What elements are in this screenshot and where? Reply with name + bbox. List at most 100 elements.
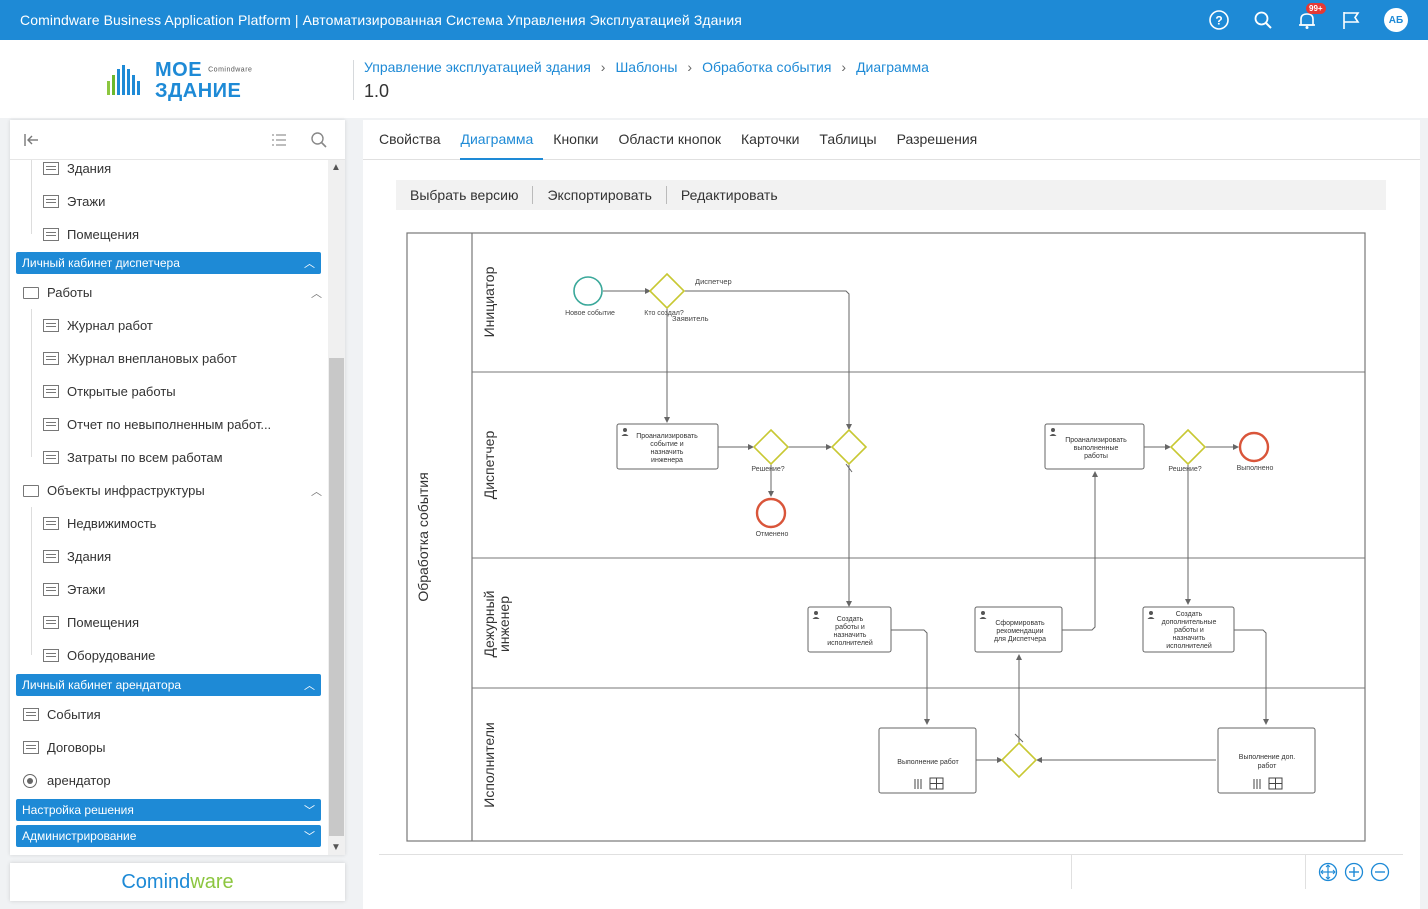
sidebar-item-rooms-2[interactable]: Помещения xyxy=(10,606,328,639)
tab-bar: Свойства Диаграмма Кнопки Области кнопок… xyxy=(363,120,1420,160)
sidebar-search-icon[interactable] xyxy=(310,131,328,149)
sidebar-item-label: Журнал работ xyxy=(67,318,153,333)
gateway-decision-1[interactable] xyxy=(752,428,790,466)
scrollbar-thumb[interactable] xyxy=(329,358,344,836)
page-header: МОЕ Comindware ЗДАНИЕ Управление эксплуа… xyxy=(0,40,1428,118)
task-recommendations[interactable]: Сформировать рекомендации для Диспетчера xyxy=(974,606,1063,653)
sidebar-item-equipment[interactable]: Оборудование xyxy=(10,639,328,672)
list-icon xyxy=(43,583,59,596)
sidebar-scrollbar[interactable]: ▲ ▼ xyxy=(328,160,345,855)
end-event-cancelled-label: Отменено xyxy=(756,531,789,538)
list-icon xyxy=(23,741,39,754)
sidebar-item-open-works[interactable]: Открытые работы xyxy=(10,375,328,408)
end-event-done[interactable] xyxy=(1238,431,1270,463)
sidebar-item-label: Этажи xyxy=(67,582,106,597)
task-label-line: работ xyxy=(1258,762,1278,770)
sidebar-item-infrastructure[interactable]: Объекты инфраструктуры︿ xyxy=(10,474,328,507)
task-label-line: назначить xyxy=(834,632,867,639)
tab-diagram[interactable]: Диаграмма xyxy=(460,120,544,160)
edit-button[interactable]: Редактировать xyxy=(680,187,778,203)
tab-button-areas[interactable]: Области кнопок xyxy=(618,131,722,147)
lane-label-initiator: Инициатор xyxy=(481,266,497,337)
sidebar-section-admin[interactable]: Администрирование﹀ xyxy=(16,825,321,847)
list-icon xyxy=(43,195,59,208)
task-label-line: дополнительные xyxy=(1162,619,1217,626)
help-icon[interactable]: ? xyxy=(1208,9,1230,31)
bell-icon[interactable]: 99+ xyxy=(1296,3,1326,31)
multi-instance-icon xyxy=(914,777,944,790)
chevron-up-icon: ︿ xyxy=(304,258,315,270)
sidebar-item-buildings-2[interactable]: Здания xyxy=(10,540,328,573)
tab-tables[interactable]: Таблицы xyxy=(819,131,877,147)
tab-properties[interactable]: Свойства xyxy=(379,131,441,147)
task-label-line: исполнителей xyxy=(827,639,873,647)
fit-to-screen-icon[interactable] xyxy=(1318,862,1338,882)
zoom-controls xyxy=(1318,862,1390,882)
tab-permissions[interactable]: Разрешения xyxy=(896,131,978,147)
chevron-down-icon: ﹀ xyxy=(304,805,315,817)
sidebar-item-unplanned-journal[interactable]: Журнал внеплановых работ xyxy=(10,342,328,375)
tab-cards[interactable]: Карточки xyxy=(741,131,800,147)
sidebar-section-dispatcher[interactable]: Личный кабинет диспетчера ︿ xyxy=(16,252,321,274)
list-icon xyxy=(43,228,59,241)
sidebar-item-label: Здания xyxy=(67,161,112,176)
breadcrumb-item-diagram[interactable]: Диаграмма xyxy=(856,59,929,75)
task-analyze-event[interactable]: Проанализировать событие и назначить инж… xyxy=(616,423,719,470)
end-event-cancelled[interactable] xyxy=(755,497,787,529)
breadcrumb-item-building-ops[interactable]: Управление эксплуатацией здания xyxy=(364,59,591,75)
sidebar-item-contracts[interactable]: Договоры xyxy=(10,731,328,764)
flow-label-dispatcher: Диспетчер xyxy=(695,277,732,286)
process-diagram[interactable]: Обработка события Инициатор Диспетчер Де… xyxy=(406,232,1366,842)
select-version-button[interactable]: Выбрать версию xyxy=(396,186,534,204)
collapse-sidebar-icon[interactable] xyxy=(22,131,40,149)
logo[interactable]: МОЕ Comindware ЗДАНИЕ xyxy=(105,60,252,101)
notification-badge: 99+ xyxy=(1306,3,1326,14)
sidebar-item-tenant-role[interactable]: арендатор xyxy=(10,764,328,797)
sidebar-item-label: Недвижимость xyxy=(67,516,157,531)
sidebar-item-costs[interactable]: Затраты по всем работам xyxy=(10,441,328,474)
avatar[interactable]: АБ xyxy=(1384,8,1408,32)
task-perform-extra-works[interactable]: Выполнение доп. работ xyxy=(1217,727,1316,794)
scroll-up-icon[interactable]: ▲ xyxy=(331,162,341,173)
sidebar-item-floors-2[interactable]: Этажи xyxy=(10,573,328,606)
scroll-down-icon[interactable]: ▼ xyxy=(331,842,341,853)
sidebar-item-rooms[interactable]: Помещения xyxy=(10,218,328,251)
search-icon[interactable] xyxy=(1252,9,1274,31)
sidebar-section-tenant[interactable]: Личный кабинет арендатора︿ xyxy=(16,674,321,696)
sidebar-item-work-journal[interactable]: Журнал работ xyxy=(10,309,328,342)
sidebar-section-settings[interactable]: Настройка решения﹀ xyxy=(16,799,321,821)
gateway-decision-2[interactable] xyxy=(1169,428,1207,466)
sidebar-item-events[interactable]: События xyxy=(10,698,328,731)
sidebar-item-floors[interactable]: Этажи xyxy=(10,185,328,218)
zoom-out-icon[interactable] xyxy=(1370,862,1390,882)
task-label-line: Сформировать xyxy=(995,620,1045,627)
sidebar-item-works[interactable]: Работы︿ xyxy=(10,276,328,309)
page-title-version: 1.0 xyxy=(364,81,390,101)
breadcrumb-item-event-processing[interactable]: Обработка события xyxy=(702,59,832,75)
sidebar-item-unfinished-report[interactable]: Отчет по невыполненным работ... xyxy=(10,408,328,441)
start-event[interactable] xyxy=(573,276,603,306)
export-button[interactable]: Экспортировать xyxy=(533,186,667,204)
list-view-icon[interactable] xyxy=(270,131,288,149)
flag-icon[interactable] xyxy=(1340,9,1362,31)
sidebar-item-buildings[interactable]: Здания xyxy=(10,160,328,185)
list-icon xyxy=(43,352,59,365)
lane-label-dispatcher: Диспетчер xyxy=(481,431,497,500)
gateway-merge-2[interactable] xyxy=(1000,741,1038,779)
sidebar-section-label: Личный кабинет диспетчера xyxy=(22,256,180,270)
task-perform-works[interactable]: Выполнение работ xyxy=(878,727,977,794)
sidebar-item-label: Помещения xyxy=(67,615,140,630)
task-create-works[interactable]: Создать работы и назначить исполнителей xyxy=(807,606,892,653)
gateway-who-created[interactable] xyxy=(648,272,686,310)
breadcrumb: Управление эксплуатацией здания › Шаблон… xyxy=(364,59,929,75)
task-create-extra-works[interactable]: Создать дополнительные работы и назначит… xyxy=(1142,606,1235,653)
task-label-line: для Диспетчера xyxy=(994,636,1046,643)
tab-buttons[interactable]: Кнопки xyxy=(553,131,599,147)
gateway-merge-1[interactable] xyxy=(830,428,868,466)
task-label-line: событие и xyxy=(650,440,683,448)
task-analyze-completed[interactable]: Проанализировать выполненные работы xyxy=(1044,423,1145,470)
sidebar-item-real-estate[interactable]: Недвижимость xyxy=(10,507,328,540)
zoom-in-icon[interactable] xyxy=(1344,862,1364,882)
top-bar-icons: ? 99+ АБ xyxy=(1208,0,1408,40)
breadcrumb-item-templates[interactable]: Шаблоны xyxy=(615,59,678,75)
